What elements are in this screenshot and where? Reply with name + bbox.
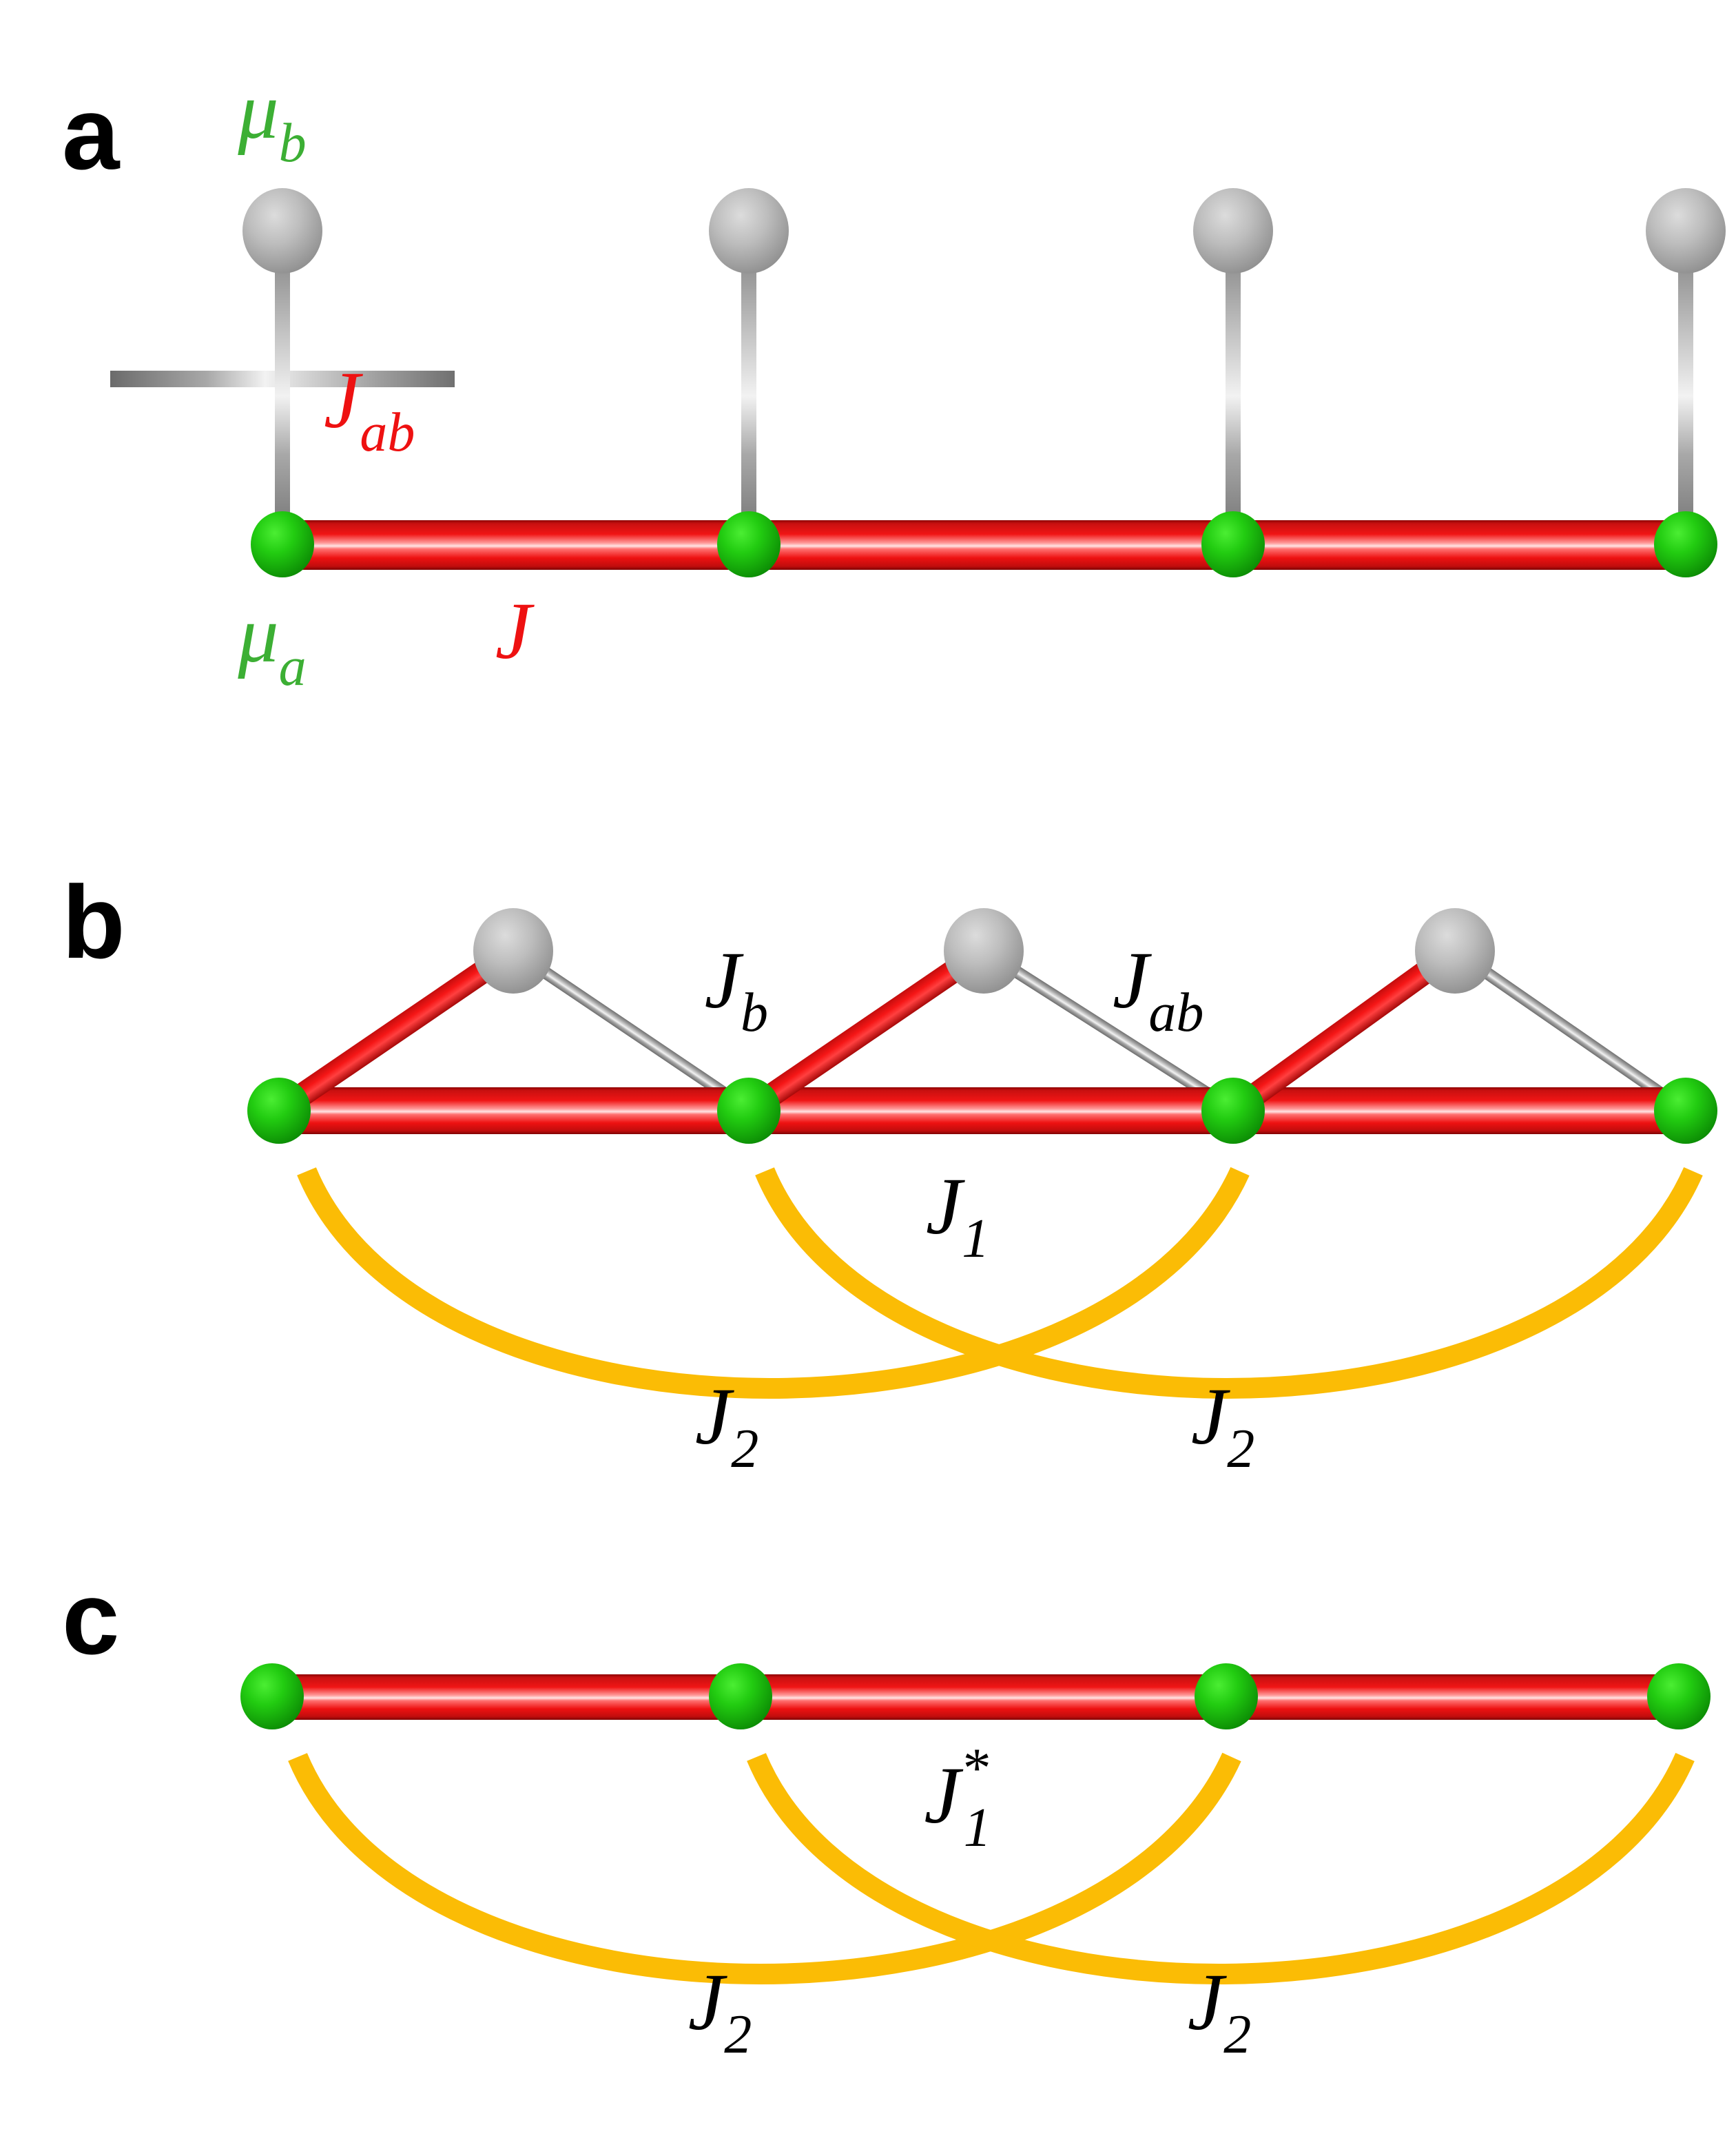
label-j-1-star: J*1 [924, 1736, 991, 1858]
panel-b-letter: b [62, 864, 125, 980]
j2-arc [288, 1752, 1241, 1984]
panel-a: a μb [62, 65, 1726, 697]
green-node [1201, 511, 1265, 577]
panel-a-green-nodes [251, 511, 1717, 577]
green-node [1195, 1663, 1258, 1729]
panel-b-red-diagonals [272, 940, 1464, 1121]
label-j-2-left: J2 [695, 1371, 758, 1479]
panel-b-gray-diagonals [504, 941, 1688, 1115]
panel-a-vertical-sticks [275, 207, 1693, 551]
gray-bond-diagonal [1445, 941, 1688, 1115]
j2-arc [747, 1752, 1695, 1984]
gray-bond-vertical [1226, 207, 1241, 551]
green-node [1654, 511, 1717, 577]
j2-arc [297, 1167, 1250, 1399]
label-j: J [495, 586, 535, 676]
green-node [717, 1078, 781, 1144]
label-j-2-left: J2 [688, 1957, 752, 2065]
gray-node [1193, 188, 1273, 274]
green-node [1647, 1663, 1711, 1729]
gray-node [709, 188, 789, 274]
green-node [1654, 1078, 1717, 1144]
red-bond-diagonal [742, 940, 992, 1121]
red-bond-diagonal [1226, 940, 1464, 1120]
green-node [251, 511, 314, 577]
panel-b-j2-arcs [297, 1167, 1703, 1399]
panel-c-j2-arcs [288, 1752, 1695, 1984]
label-j-2-right: J2 [1191, 1371, 1254, 1479]
label-mu-a: μa [237, 589, 306, 697]
gray-bond-diagonal [504, 941, 745, 1111]
panel-b-gray-nodes [473, 908, 1495, 994]
red-bond-horizontal [279, 1087, 1686, 1134]
red-bond-horizontal [282, 520, 1686, 570]
label-j-ab: Jab [324, 355, 415, 463]
label-j-ab: Jab [1113, 935, 1203, 1043]
panel-c-letter: c [62, 1560, 119, 1676]
label-j-1: J1 [926, 1161, 989, 1269]
panel-b-green-nodes [247, 1078, 1717, 1144]
gray-bond-diagonal [974, 942, 1226, 1108]
green-node [709, 1663, 772, 1729]
gray-node [473, 908, 553, 994]
green-node [1201, 1078, 1265, 1144]
panel-b: b [62, 864, 1717, 1479]
label-mu-b: μb [237, 65, 306, 174]
gray-node [944, 908, 1024, 994]
green-node [247, 1078, 311, 1144]
gray-bond-vertical [741, 207, 756, 551]
label-j-2-right: J2 [1188, 1957, 1251, 2065]
gray-bond-vertical [1678, 207, 1693, 551]
panel-c: c J*1 J2 J2 [62, 1560, 1711, 2065]
panel-a-letter: a [62, 75, 121, 191]
j2-arc [755, 1167, 1703, 1399]
green-node [240, 1663, 304, 1729]
panel-a-gray-nodes [242, 188, 1726, 274]
label-j-b: Jb [705, 935, 768, 1043]
green-node [717, 511, 781, 577]
gray-node [1646, 188, 1726, 274]
red-bond-diagonal [272, 940, 522, 1121]
red-bond-horizontal [272, 1674, 1679, 1720]
gray-node [242, 188, 322, 274]
gray-bond-vertical [275, 207, 290, 551]
gray-node [1415, 908, 1495, 994]
panel-c-green-nodes [240, 1663, 1711, 1729]
